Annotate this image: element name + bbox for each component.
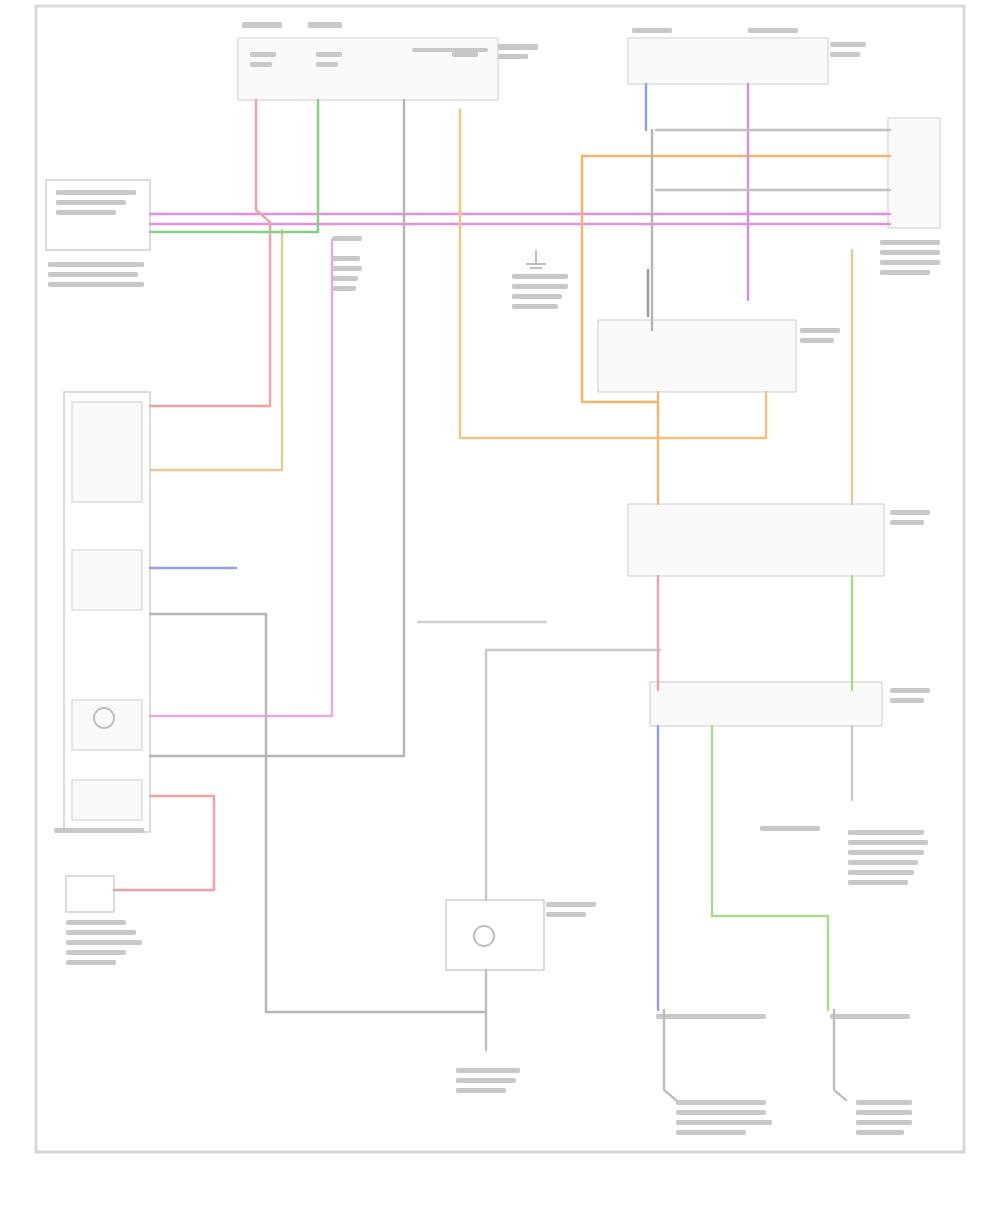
wire-green-top [148, 98, 320, 234]
wire-red-sensor [112, 794, 216, 892]
bottom-center-motor [445, 899, 596, 1093]
wire-tan-left [148, 228, 284, 472]
wire-gray-top [148, 98, 406, 758]
top-fuse-block [237, 22, 538, 101]
wire-pink-left [148, 238, 334, 718]
wire-gray-right-col-2 [654, 128, 892, 192]
top-right-fuse-block [627, 28, 866, 85]
bottom-right-sensors [656, 1014, 912, 1135]
wire-tan-loop [458, 108, 768, 440]
wire-lightgreen-right-low [710, 724, 830, 1012]
center-relay-group [332, 236, 840, 393]
wire-gray-bottom-left-sensor [662, 1008, 678, 1102]
diagram-frame [34, 4, 966, 1154]
wire-gray-long [148, 612, 488, 1014]
wire-gray-bottom-right-sensor [832, 1008, 848, 1102]
mid-right-switch [627, 503, 930, 577]
ground-symbol [526, 250, 546, 269]
bottom-left-sensor [65, 875, 142, 965]
wire-gray-motor-2 [484, 648, 662, 902]
right-switch-connector [880, 117, 941, 275]
wire-red-left [148, 98, 272, 408]
left-multi-connector [54, 391, 151, 833]
left-control-module [45, 179, 151, 287]
lower-right-connector [649, 681, 930, 885]
wire-orange-loop [580, 154, 892, 404]
